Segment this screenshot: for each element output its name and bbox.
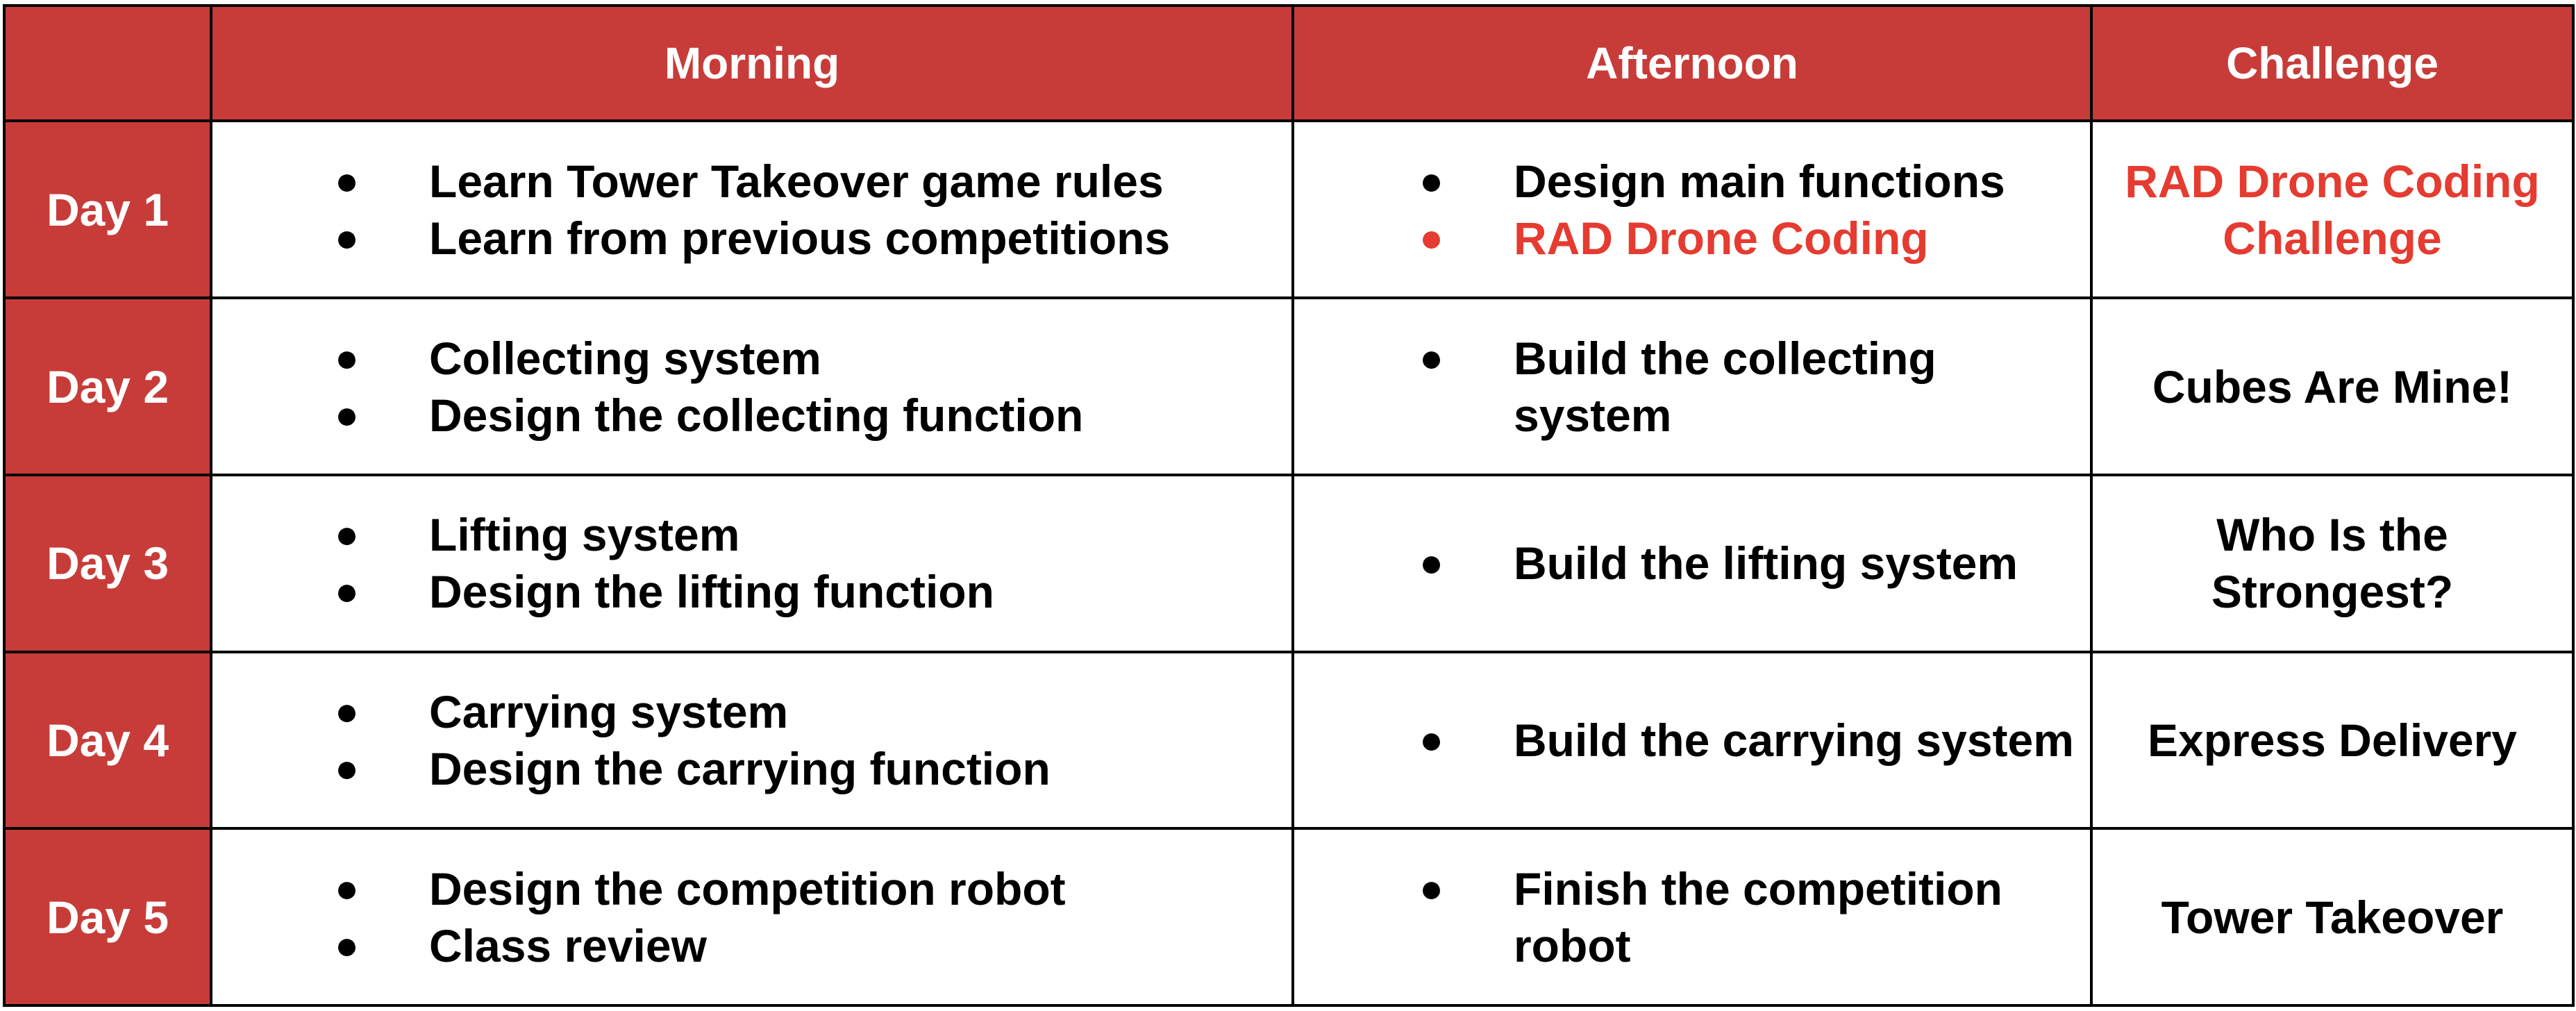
morning-list: ● Carrying system ● Design the carrying fun… xyxy=(212,683,1291,797)
list-item-text: Design the lifting function xyxy=(429,566,994,618)
challenge-text: Who Is the Strongest? xyxy=(2211,509,2454,618)
bullet-icon: ● xyxy=(335,569,360,615)
day-label: Day 2 xyxy=(3,296,212,476)
bullet-icon: ● xyxy=(335,215,360,260)
bullet-icon: ● xyxy=(335,922,360,968)
bullet-icon: ● xyxy=(1419,540,1444,586)
bullet-icon: ● xyxy=(335,512,360,558)
afternoon-cell: ● Build the carrying system xyxy=(1291,650,2093,830)
list-item-text: Carrying system xyxy=(429,685,789,737)
day-label: Day 5 xyxy=(3,827,212,1007)
bullet-icon: ● xyxy=(1419,215,1444,260)
bullet-icon: ● xyxy=(1419,158,1444,203)
day-label: Day 1 xyxy=(3,119,212,300)
bullet-icon: ● xyxy=(335,745,360,791)
afternoon-cell: ● Finish the competition robot xyxy=(1291,827,2093,1007)
header-challenge: Challenge xyxy=(2090,3,2575,123)
list-item-text: RAD Drone Coding xyxy=(1514,212,1929,264)
bullet-icon: ● xyxy=(335,335,360,381)
list-item-text: Design the carrying function xyxy=(429,742,1051,794)
list-item: ● Design the competition robot xyxy=(335,860,1291,917)
list-item: ● Learn from previous competitions xyxy=(335,210,1291,267)
list-item-text: Learn from previous competitions xyxy=(429,212,1171,264)
header-row: Morning Afternoon Challenge xyxy=(3,3,2575,123)
list-item: ● Design main functions xyxy=(1419,153,2090,210)
bullet-icon: ● xyxy=(335,865,360,911)
afternoon-cell: ● Build the collecting system xyxy=(1291,296,2093,476)
list-item: ● Learn Tower Takeover game rules xyxy=(335,153,1291,210)
morning-cell: ● Collecting system ● Design the collecting… xyxy=(210,296,1294,476)
header-corner xyxy=(3,3,212,123)
day-label: Day 3 xyxy=(3,473,212,653)
morning-cell: ● Lifting system ● Design the lifting funct… xyxy=(210,473,1294,653)
schedule-table: Morning Afternoon Challenge Day 1 ● Learn … xyxy=(3,3,2575,1007)
afternoon-list: ● Build the lifting system xyxy=(1294,535,2090,592)
header-afternoon: Afternoon xyxy=(1291,3,2093,123)
list-item: ● Carrying system xyxy=(335,683,1291,740)
header-morning: Morning xyxy=(210,3,1294,123)
list-item: ● Lifting system xyxy=(335,506,1291,563)
list-item: ● Build the carrying system xyxy=(1419,712,2090,769)
challenge-cell: Tower Takeover xyxy=(2090,827,2575,1007)
challenge-cell: Who Is the Strongest? xyxy=(2090,473,2575,653)
bullet-icon: ● xyxy=(1419,335,1444,381)
challenge-cell: Express Delivery xyxy=(2090,650,2575,830)
day-row: Day 4 ● Carrying system ● Design the carryin… xyxy=(3,650,2575,830)
list-item: ● Class review xyxy=(335,917,1291,974)
bullet-icon: ● xyxy=(1419,865,1444,911)
list-item-text: Lifting system xyxy=(429,509,740,561)
list-item-text: Design main functions xyxy=(1514,155,2005,207)
day-row: Day 2 ● Collecting system ● Design the colle… xyxy=(3,296,2575,476)
list-item: ● Finish the competition robot xyxy=(1419,860,2090,974)
list-item-text: Build the lifting system xyxy=(1514,537,2018,590)
afternoon-cell: ● Build the lifting system xyxy=(1291,473,2093,653)
list-item-text: Build the collecting system xyxy=(1514,332,1937,441)
morning-list: ● Lifting system ● Design the lifting funct… xyxy=(212,506,1291,620)
challenge-cell: RAD Drone Coding Challenge xyxy=(2090,119,2575,300)
day-label: Day 4 xyxy=(3,650,212,830)
list-item: ● Build the collecting system xyxy=(1419,330,2090,444)
challenge-text: Tower Takeover xyxy=(2161,891,2504,943)
list-item: ● Build the lifting system xyxy=(1419,535,2090,592)
morning-list: ● Learn Tower Takeover game rules ● Learn f… xyxy=(212,153,1291,267)
bullet-icon: ● xyxy=(335,688,360,734)
list-item: ● Design the collecting function xyxy=(335,387,1291,444)
list-item-text: Build the carrying system xyxy=(1514,714,2074,766)
morning-cell: ● Design the competition robot ● Class revi… xyxy=(210,827,1294,1007)
challenge-text: RAD Drone Coding Challenge xyxy=(2125,155,2540,264)
day-row: Day 5 ● Design the competition robot ● Class… xyxy=(3,827,2575,1007)
afternoon-list: ● Build the carrying system xyxy=(1294,712,2090,769)
list-item: ● Collecting system xyxy=(335,330,1291,387)
morning-list: ● Collecting system ● Design the collecting… xyxy=(212,330,1291,444)
list-item-text: Class review xyxy=(429,919,707,971)
day-row: Day 3 ● Lifting system ● Design the lifting … xyxy=(3,473,2575,653)
challenge-text: Express Delivery xyxy=(2147,714,2518,766)
afternoon-list: ● Build the collecting system xyxy=(1294,330,2090,444)
list-item-text: Design the competition robot xyxy=(429,862,1066,914)
list-item-text: Finish the competition robot xyxy=(1514,862,2002,971)
afternoon-list: ● Finish the competition robot xyxy=(1294,860,2090,974)
day-row: Day 1 ● Learn Tower Takeover game rules ● Le… xyxy=(3,119,2575,300)
bullet-icon: ● xyxy=(335,158,360,203)
list-item-text: Collecting system xyxy=(429,332,821,384)
challenge-text: Cubes Are Mine! xyxy=(2152,360,2513,412)
bullet-icon: ● xyxy=(1419,717,1444,762)
challenge-cell: Cubes Are Mine! xyxy=(2090,296,2575,476)
list-item: ● RAD Drone Coding xyxy=(1419,210,2090,267)
bullet-icon: ● xyxy=(335,392,360,437)
morning-cell: ● Carrying system ● Design the carrying fun… xyxy=(210,650,1294,830)
list-item-text: Learn Tower Takeover game rules xyxy=(429,155,1164,207)
afternoon-cell: ● Design main functions ● RAD Drone Coding xyxy=(1291,119,2093,300)
list-item: ● Design the lifting function xyxy=(335,563,1291,620)
list-item: ● Design the carrying function xyxy=(335,740,1291,797)
morning-list: ● Design the competition robot ● Class revi… xyxy=(212,860,1291,974)
morning-cell: ● Learn Tower Takeover game rules ● Learn f… xyxy=(210,119,1294,300)
afternoon-list: ● Design main functions ● RAD Drone Coding xyxy=(1294,153,2090,267)
list-item-text: Design the collecting function xyxy=(429,389,1084,441)
schedule-body: Morning Afternoon Challenge Day 1 ● Learn … xyxy=(3,3,2575,1007)
